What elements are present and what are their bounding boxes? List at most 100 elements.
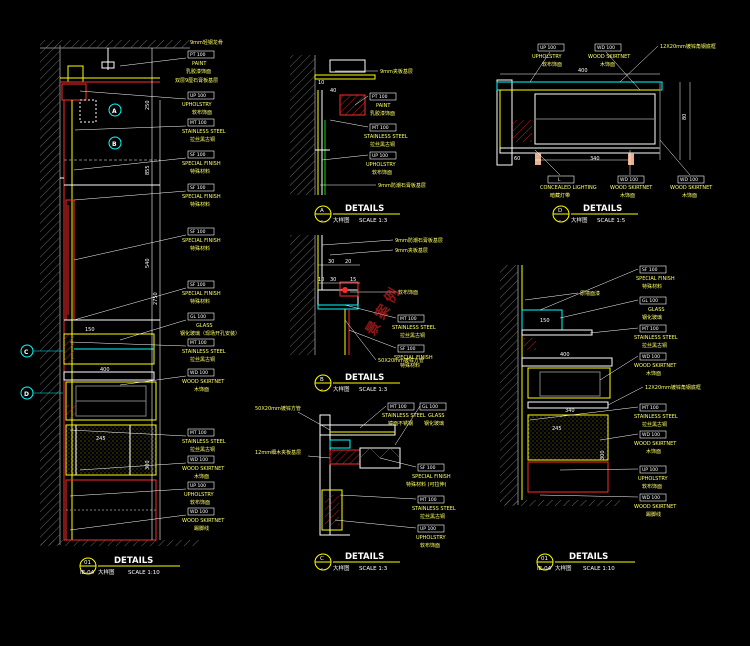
svg-text:SF 100: SF 100 bbox=[190, 185, 206, 191]
svg-text:9mm轻钢龙骨: 9mm轻钢龙骨 bbox=[190, 39, 223, 46]
svg-text:乳胶漆饰面: 乳胶漆饰面 bbox=[370, 110, 395, 117]
svg-text:9mm防潮石膏板基层: 9mm防潮石膏板基层 bbox=[378, 182, 426, 189]
dim-855: 855 bbox=[145, 165, 151, 175]
svg-text:C: C bbox=[320, 556, 324, 562]
label-wd100-b: WD 100 WOOD SKIRTNET 木饰面 bbox=[182, 455, 225, 480]
svg-text:SPECIAL FINISH: SPECIAL FINISH bbox=[636, 276, 675, 282]
left-callouts: 9mm轻钢龙骨 PT 100 PAINT 乳胶漆饰面 双层9厘石膏板基层 UP … bbox=[175, 39, 240, 532]
svg-text:-: - bbox=[559, 218, 561, 224]
svg-text:GLASS: GLASS bbox=[428, 413, 445, 419]
svg-text:UPHOLSTRY: UPHOLSTRY bbox=[532, 54, 563, 60]
svg-text:D: D bbox=[558, 208, 562, 214]
svg-text:A: A bbox=[320, 208, 324, 214]
svg-text:SCALE 1:5: SCALE 1:5 bbox=[597, 218, 626, 224]
svg-text:STAINLESS STEEL: STAINLESS STEEL bbox=[382, 413, 426, 419]
svg-text:MT 100: MT 100 bbox=[642, 326, 659, 332]
svg-text:245: 245 bbox=[552, 426, 562, 432]
svg-text:SF 100: SF 100 bbox=[190, 152, 206, 158]
marker-a-left[interactable]: A bbox=[108, 103, 122, 117]
svg-text:原墙面漆: 原墙面漆 bbox=[580, 290, 600, 297]
svg-text:拉丝黑古铜: 拉丝黑古铜 bbox=[642, 421, 667, 428]
marker-d-left[interactable]: D bbox=[20, 386, 34, 400]
svg-text:DETAILS: DETAILS bbox=[114, 556, 153, 566]
svg-text:80: 80 bbox=[682, 114, 688, 120]
svg-text:WOOD SKIRTNET: WOOD SKIRTNET bbox=[182, 518, 225, 524]
title-block-b: B - DETAILS 大样图 SCALE 1:3 bbox=[314, 373, 400, 393]
label-sf100-b: SF 100 SPECIAL FINISH 特殊材料 bbox=[182, 183, 221, 208]
detail-b-callouts: 9mm防潮石膏板基层 9mm夹板基层 软布饰面 MT 100 STAINLESS… bbox=[321, 237, 443, 369]
svg-text:SPECIAL FINISH: SPECIAL FINISH bbox=[412, 474, 451, 480]
right-callouts: SF 100 SPECIAL FINISH 特殊材料 原墙面漆 GL 100 G… bbox=[524, 265, 701, 518]
svg-text:UP 100: UP 100 bbox=[540, 45, 556, 51]
svg-text:01: 01 bbox=[84, 560, 91, 566]
svg-text:拉丝黑古铜: 拉丝黑古铜 bbox=[370, 141, 395, 148]
svg-text:20: 20 bbox=[345, 259, 351, 265]
svg-text:PAINT: PAINT bbox=[192, 61, 207, 67]
label-9mm-keel: 9mm轻钢龙骨 bbox=[190, 39, 223, 46]
svg-text:D: D bbox=[24, 391, 29, 398]
svg-text:UPHOLSTRY: UPHOLSTRY bbox=[366, 162, 397, 168]
svg-text:50X20mm镀锌方管: 50X20mm镀锌方管 bbox=[378, 357, 424, 364]
svg-text:特殊材料: 特殊材料 bbox=[190, 168, 210, 175]
detail-c-drawing bbox=[319, 414, 401, 536]
svg-text:特殊材料: 特殊材料 bbox=[642, 283, 662, 290]
svg-text:STAINLESS STEEL: STAINLESS STEEL bbox=[182, 349, 226, 355]
svg-text:WD 100: WD 100 bbox=[190, 370, 208, 376]
marker-b-left[interactable]: B bbox=[108, 136, 122, 150]
svg-text:软布饰面: 软布饰面 bbox=[190, 499, 210, 506]
svg-text:软布饰面: 软布饰面 bbox=[192, 109, 212, 116]
svg-text:软布饰面: 软布饰面 bbox=[420, 542, 440, 549]
label-sf100-c: SF 100 SPECIAL FINISH 特殊材料 bbox=[182, 227, 221, 252]
svg-text:大样图: 大样图 bbox=[571, 216, 588, 224]
svg-text:STAINLESS STEEL: STAINLESS STEEL bbox=[412, 506, 456, 512]
svg-text:大样图: 大样图 bbox=[555, 564, 572, 572]
svg-text:WD 100: WD 100 bbox=[642, 495, 660, 501]
svg-text:大样图: 大样图 bbox=[98, 568, 115, 576]
svg-text:WOOD SKIRTNET: WOOD SKIRTNET bbox=[634, 504, 677, 510]
svg-text:UP 100: UP 100 bbox=[190, 483, 206, 489]
svg-text:A: A bbox=[112, 108, 117, 115]
svg-text:STAINLESS STEEL: STAINLESS STEEL bbox=[634, 414, 678, 420]
svg-text:STAINLESS STEEL: STAINLESS STEEL bbox=[182, 129, 226, 135]
svg-text:SCALE 1:10: SCALE 1:10 bbox=[583, 566, 615, 572]
svg-text:SF 100: SF 100 bbox=[642, 267, 658, 273]
svg-text:SCALE 1:10: SCALE 1:10 bbox=[128, 570, 160, 576]
title-block-right: 01 IE-04 DETAILS 大样图 SCALE 1:10 bbox=[536, 552, 635, 572]
svg-text:SPECIAL FINISH: SPECIAL FINISH bbox=[182, 291, 221, 297]
label-gl100: GL 100 GLASS 钢化玻璃（现场开孔安装） bbox=[180, 312, 240, 337]
svg-text:GL 100: GL 100 bbox=[642, 298, 658, 304]
svg-text:软布饰面: 软布饰面 bbox=[542, 61, 562, 68]
svg-text:拉丝黑古铜: 拉丝黑古铜 bbox=[642, 342, 667, 349]
svg-text:乳胶漆饰面: 乳胶漆饰面 bbox=[186, 68, 211, 75]
svg-text:钢化玻璃: 钢化玻璃 bbox=[642, 314, 662, 321]
svg-text:01: 01 bbox=[541, 556, 548, 562]
svg-text:UP 100: UP 100 bbox=[190, 93, 206, 99]
title-block-d: D - DETAILS 大样图 SCALE 1:5 bbox=[552, 204, 638, 224]
svg-text:12X20mm镀锌角钢底框: 12X20mm镀锌角钢底框 bbox=[660, 43, 716, 50]
svg-text:150: 150 bbox=[540, 318, 550, 324]
title-block-left: 01 IE-04 DETAILS 大样图 SCALE 1:10 bbox=[79, 556, 180, 576]
svg-text:UPHOLSTRY: UPHOLSTRY bbox=[184, 492, 215, 498]
svg-text:10: 10 bbox=[318, 277, 324, 283]
svg-text:WD 100: WD 100 bbox=[190, 509, 208, 515]
svg-text:双层9厘石膏板基层: 双层9厘石膏板基层 bbox=[175, 77, 218, 84]
svg-text:SPECIAL FINISH: SPECIAL FINISH bbox=[182, 238, 221, 244]
svg-text:B: B bbox=[320, 377, 324, 383]
svg-text:WD 100: WD 100 bbox=[642, 354, 660, 360]
left-section-drawing bbox=[40, 40, 200, 546]
marker-c-left[interactable]: C bbox=[20, 344, 34, 358]
svg-text:DETAILS: DETAILS bbox=[345, 373, 384, 383]
svg-text:12X20mm镀锌角钢底框: 12X20mm镀锌角钢底框 bbox=[645, 384, 701, 391]
svg-text:SF 100: SF 100 bbox=[420, 465, 436, 471]
svg-text:特殊材料: 特殊材料 bbox=[190, 298, 210, 305]
label-up100: UP 100 UPHOLSTRY 软布饰面 bbox=[182, 91, 215, 116]
svg-text:9mm防潮石膏板基层: 9mm防潮石膏板基层 bbox=[395, 237, 443, 244]
svg-text:12mm细木夹板基层: 12mm细木夹板基层 bbox=[255, 449, 301, 456]
svg-text:10: 10 bbox=[318, 80, 324, 86]
label-9mm-plywood: 9mm夹板基层 bbox=[380, 68, 413, 75]
title-block-a: A - DETAILS 大样图 SCALE 1:3 bbox=[314, 204, 400, 224]
svg-text:钢化玻璃（现场开孔安装）: 钢化玻璃（现场开孔安装） bbox=[180, 330, 240, 337]
svg-text:400: 400 bbox=[578, 68, 588, 74]
svg-text:UP 100: UP 100 bbox=[642, 467, 658, 473]
svg-text:UP 100: UP 100 bbox=[420, 526, 436, 532]
